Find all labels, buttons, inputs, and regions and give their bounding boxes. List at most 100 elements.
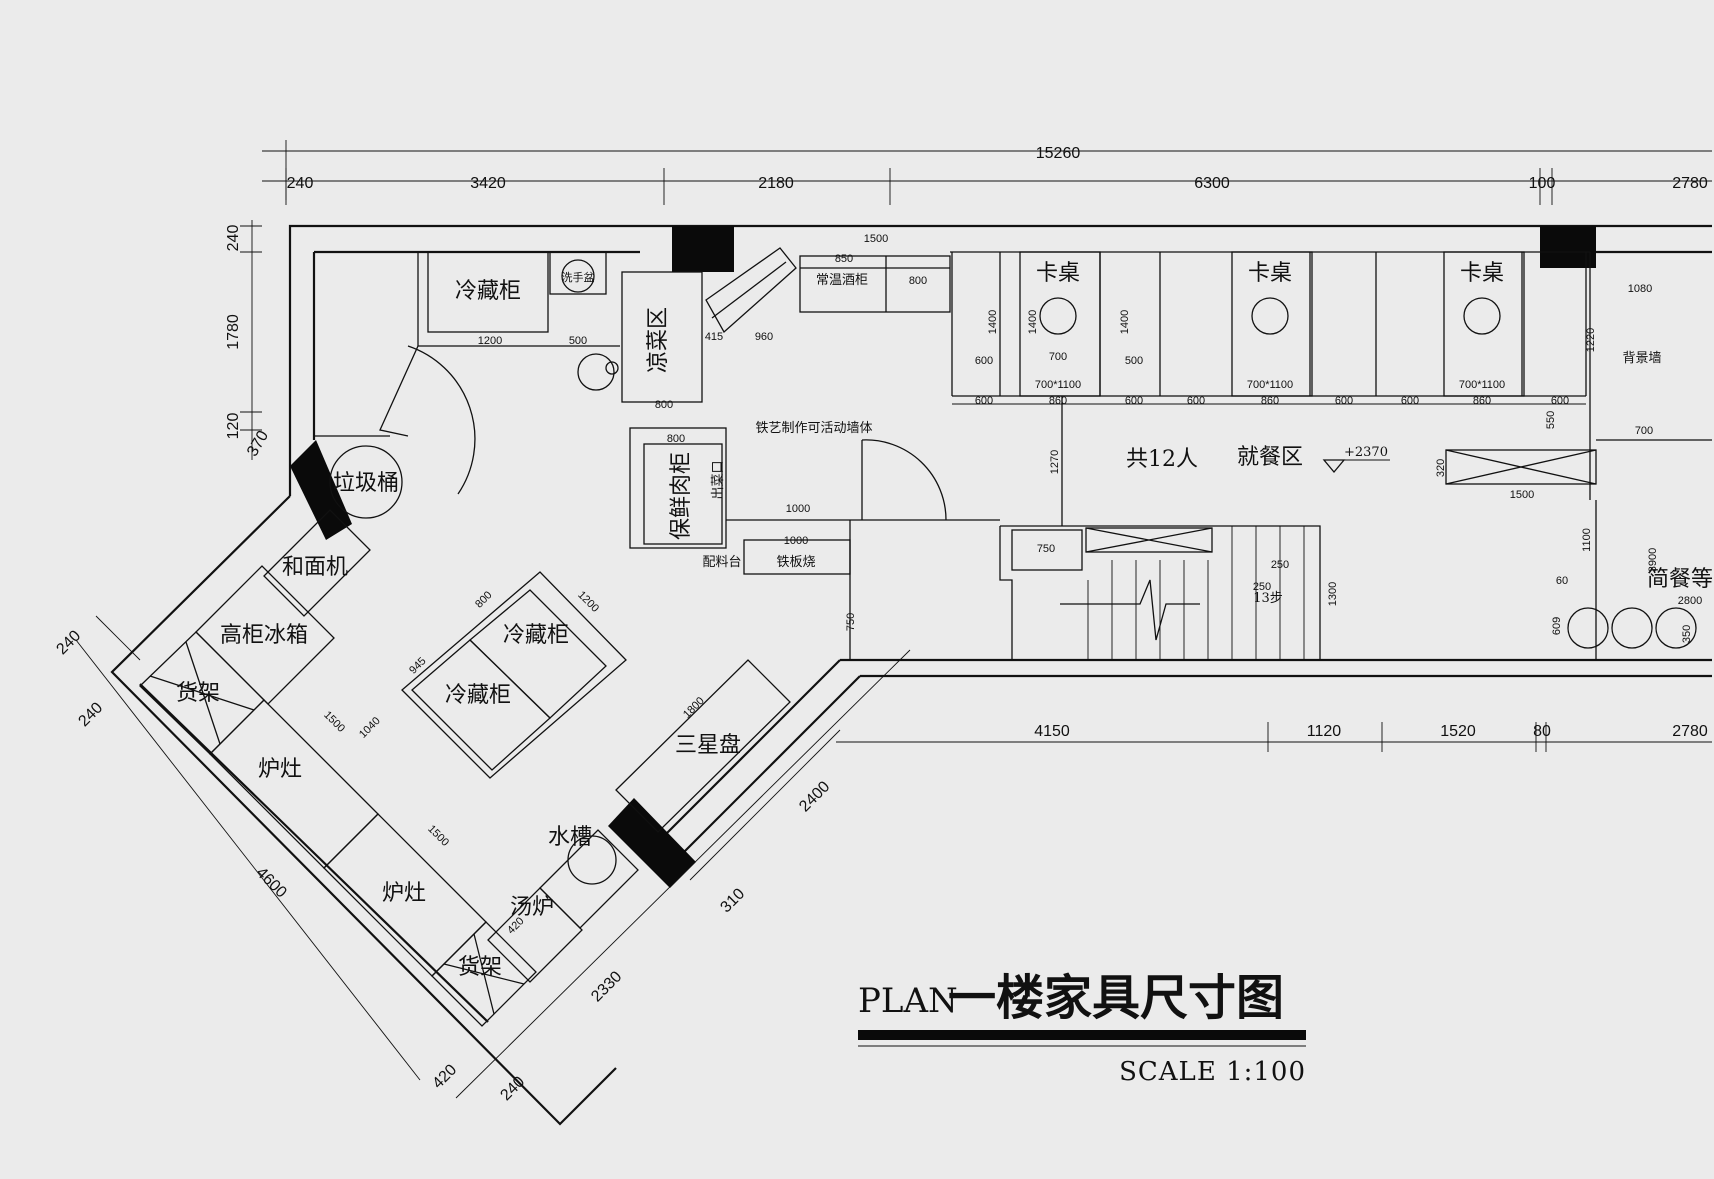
svg-text:2800: 2800 (1678, 595, 1702, 607)
svg-text:800: 800 (473, 589, 494, 610)
dim-top-4: 6300 (1194, 175, 1230, 192)
dining-area: 1270 共12人 就餐区 +2370 1500 320 750 13步 250 (845, 252, 1713, 660)
label-wait: 简餐等 (1647, 567, 1713, 592)
dim-diag-5: 240 (497, 1073, 528, 1104)
dim-top-6: 2780 (1672, 175, 1708, 192)
dim-bottom-2: 1120 (1307, 723, 1342, 740)
dim-diag-6: 2330 (588, 968, 625, 1005)
dim-diag-4: 420 (429, 1061, 460, 1092)
svg-text:860: 860 (1049, 395, 1067, 407)
kitchen-diagonal: 高柜冰箱 货架 炉灶 炉灶 货架 冷藏柜 冷藏柜 800 1200 945 10… (139, 509, 791, 1027)
dim-left-1: 240 (225, 225, 242, 252)
title-block: PLAN 一楼家具尺寸图 SCALE 1:100 (858, 970, 1306, 1087)
svg-text:700*1100: 700*1100 (1459, 379, 1505, 391)
svg-text:1800: 1800 (681, 695, 707, 721)
dim-diag-1: 240 (53, 627, 84, 658)
label-three-star: 三星盘 (675, 733, 741, 758)
svg-text:1300: 1300 (1327, 582, 1339, 606)
svg-text:860: 860 (1473, 395, 1491, 407)
left-dimensions: 240 1780 120 370 (225, 220, 272, 460)
label-soup-stove: 汤炉 (510, 895, 554, 920)
label-booth-3: 卡桌 (1460, 261, 1504, 286)
svg-text:945: 945 (407, 655, 428, 676)
label-sink: 水槽 (548, 825, 592, 850)
svg-text:1270: 1270 (1049, 450, 1061, 474)
label-level: +2370 (1344, 445, 1388, 460)
dim-top-2: 3420 (470, 175, 506, 192)
svg-text:700: 700 (1635, 425, 1653, 437)
svg-text:320: 320 (1435, 459, 1447, 477)
dim-bottom-4: 80 (1533, 723, 1551, 740)
svg-text:1000: 1000 (786, 503, 810, 515)
dim-bottom-1: 4150 (1034, 723, 1070, 740)
walls (110, 224, 1712, 1126)
dim-left-2: 1780 (225, 314, 242, 350)
svg-text:1400: 1400 (987, 310, 999, 334)
dining-booths: 卡桌 700*1100 卡桌 700*1100 卡桌 700*1100 600 … (950, 251, 1590, 429)
svg-text:800: 800 (909, 275, 927, 287)
label-shelf-1: 货架 (176, 681, 220, 706)
dim-diag-8: 2400 (796, 778, 833, 815)
svg-text:600: 600 (975, 355, 993, 367)
dim-diag-3: 4600 (253, 864, 290, 901)
title-underline (858, 1030, 1306, 1040)
svg-text:600: 600 (1335, 395, 1353, 407)
label-wine: 常温酒柜 (816, 273, 868, 288)
svg-text:750: 750 (1037, 543, 1055, 555)
label-fridge-b: 冷藏柜 (445, 683, 511, 708)
svg-text:1500: 1500 (321, 709, 347, 735)
label-dining: 就餐区 (1237, 445, 1303, 470)
svg-text:1500: 1500 (425, 823, 451, 849)
label-people: 共12人 (1126, 447, 1198, 472)
label-booth-2: 卡桌 (1248, 261, 1292, 286)
label-meat-cabinet: 保鲜肉柜 (669, 452, 694, 540)
svg-text:250: 250 (1253, 581, 1271, 593)
title-main: 一楼家具尺寸图 (948, 970, 1284, 1026)
label-pass: 出菜口 (711, 460, 726, 499)
svg-text:1200: 1200 (575, 589, 601, 615)
svg-text:1100: 1100 (1581, 528, 1593, 552)
svg-text:1400: 1400 (1119, 310, 1131, 334)
svg-text:600: 600 (1125, 395, 1143, 407)
svg-text:1000: 1000 (784, 535, 808, 547)
dim-top-5: 100 (1529, 175, 1556, 192)
svg-text:1080: 1080 (1628, 283, 1652, 295)
dim-top-1: 240 (287, 175, 314, 192)
dim-top-3: 2180 (758, 175, 794, 192)
svg-text:700: 700 (1049, 351, 1067, 363)
top-dimensions: 15260 240 3420 2180 6300 100 2780 (262, 140, 1712, 205)
label-kneader: 和面机 (282, 555, 348, 580)
svg-text:860: 860 (1261, 395, 1279, 407)
label-trash: 垃圾桶 (333, 471, 399, 496)
svg-text:600: 600 (975, 395, 993, 407)
label-stair-steps: 13步 (1253, 591, 1283, 606)
label-iron-wall: 铁艺制作可活动墙体 (755, 421, 872, 436)
svg-text:3900: 3900 (1647, 548, 1659, 572)
label-prep: 配料台 (702, 555, 741, 570)
svg-text:1040: 1040 (357, 715, 383, 741)
svg-text:1220: 1220 (1585, 328, 1597, 352)
svg-text:850: 850 (835, 253, 853, 265)
svg-text:1400: 1400 (1027, 310, 1039, 334)
svg-text:60: 60 (1556, 575, 1568, 587)
label-fridge-a: 冷藏柜 (503, 623, 569, 648)
label-shelf-2: 货架 (458, 955, 502, 980)
svg-text:1500: 1500 (864, 233, 888, 245)
svg-text:600: 600 (1187, 395, 1205, 407)
svg-text:600: 600 (1551, 395, 1569, 407)
svg-text:700*1100: 700*1100 (1035, 379, 1081, 391)
svg-text:609: 609 (1551, 617, 1563, 635)
svg-text:960: 960 (755, 331, 773, 343)
svg-text:1200: 1200 (478, 335, 502, 347)
svg-text:350: 350 (1681, 625, 1693, 643)
label-stove-2: 炉灶 (382, 881, 426, 906)
svg-text:550: 550 (1545, 411, 1557, 429)
bottom-dimensions: 4150 1120 1520 80 2780 (836, 722, 1712, 752)
dim-bottom-3: 1520 (1440, 723, 1476, 740)
dim-diag-2: 240 (75, 699, 106, 730)
svg-text:1500: 1500 (1510, 489, 1534, 501)
svg-text:600: 600 (1401, 395, 1419, 407)
label-teppan: 铁板烧 (776, 555, 815, 570)
